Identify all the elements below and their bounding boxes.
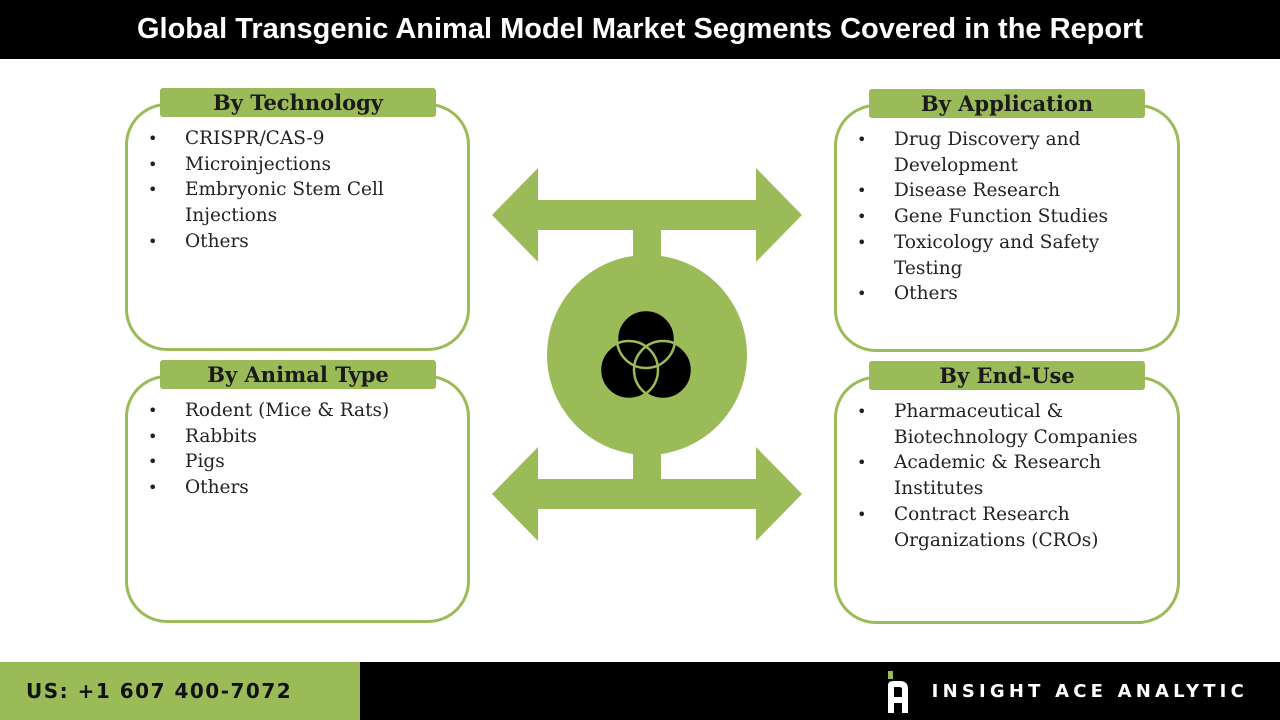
list-item: •Gene Function Studies — [857, 206, 1109, 228]
end-use-header: By End-Use — [869, 361, 1145, 390]
list-item: •Contract Research Organizations (CROs) — [857, 503, 1099, 551]
item-text: Pharmaceutical & Biotechnology Companies — [894, 401, 1138, 448]
venn-three-circles-icon — [598, 308, 694, 401]
animal-type-list: •Rodent (Mice & Rats) •Rabbits •Pigs •Ot… — [148, 398, 448, 501]
brand-name: INSIGHT ACE ANALYTIC — [931, 680, 1248, 702]
page-title: Global Transgenic Animal Model Market Se… — [0, 0, 1280, 59]
item-text: Contract Research Organizations (CROs) — [894, 503, 1099, 551]
application-list: •Drug Discovery and Development •Disease… — [857, 127, 1157, 307]
center-graphic — [492, 168, 802, 541]
phone-number: US: +1 607 400-7072 — [26, 679, 293, 703]
footer-brand: INSIGHT ACE ANALYTIC — [360, 662, 1280, 720]
list-item: •Pharmaceutical & Biotechnology Companie… — [857, 401, 1138, 448]
technology-header: By Technology — [160, 88, 436, 117]
animal-type-header: By Animal Type — [160, 360, 436, 389]
item-text: Academic & Research Institutes — [894, 452, 1102, 500]
end-use-list: •Pharmaceutical & Biotechnology Companie… — [857, 399, 1162, 553]
technology-box: •CRISPR/CAS-9 •Microinjections •Embryoni… — [125, 103, 470, 351]
list-item: •Microinjections — [148, 153, 331, 175]
list-item: •Others — [148, 230, 249, 252]
list-item: •Toxicology and Safety Testing — [857, 231, 1100, 279]
item-text: Toxicology and Safety Testing — [894, 231, 1100, 279]
item-text: Disease Research — [894, 180, 1061, 202]
end-use-box: •Pharmaceutical & Biotechnology Companie… — [834, 376, 1180, 624]
list-item: •Pigs — [148, 451, 225, 473]
list-item: •Drug Discovery and Development — [857, 129, 1081, 176]
item-text: Others — [894, 283, 958, 305]
list-item: •Academic & Research Institutes — [857, 452, 1102, 500]
list-item: •Embryonic Stem Cell Injections — [148, 179, 384, 227]
item-text: Others — [185, 477, 249, 499]
item-text: Microinjections — [185, 153, 331, 175]
item-text: Drug Discovery and Development — [894, 129, 1081, 176]
item-text: Gene Function Studies — [894, 206, 1109, 228]
insight-ace-logo-icon — [887, 671, 908, 713]
item-text: CRISPR/CAS-9 — [185, 128, 325, 149]
list-item: •Others — [857, 283, 958, 305]
list-item: •Rabbits — [148, 425, 257, 447]
item-text: Rabbits — [185, 425, 257, 447]
list-item: •Rodent (Mice & Rats) — [148, 400, 390, 421]
item-text: Pigs — [185, 451, 225, 473]
technology-list: •CRISPR/CAS-9 •Microinjections •Embryoni… — [148, 126, 448, 255]
list-item: •CRISPR/CAS-9 — [148, 128, 325, 149]
application-header: By Application — [869, 89, 1145, 118]
list-item: •Others — [148, 477, 249, 499]
double-arrow-bottom-icon — [492, 447, 802, 541]
application-box: •Drug Discovery and Development •Disease… — [834, 104, 1180, 352]
list-item: •Disease Research — [857, 180, 1061, 202]
item-text: Embryonic Stem Cell Injections — [185, 179, 384, 227]
animal-type-box: •Rodent (Mice & Rats) •Rabbits •Pigs •Ot… — [125, 375, 470, 623]
item-text: Others — [185, 230, 249, 252]
double-arrow-top-icon — [492, 168, 802, 262]
footer-phone: US: +1 607 400-7072 — [0, 662, 360, 720]
item-text: Rodent (Mice & Rats) — [185, 400, 390, 421]
